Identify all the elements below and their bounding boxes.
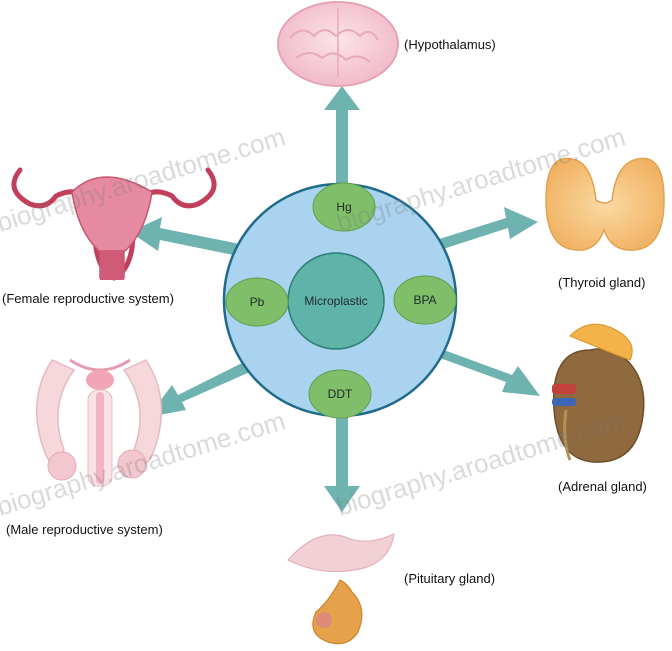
arrow-to-male xyxy=(148,362,250,417)
arrow-to-hypothalamus xyxy=(324,86,360,205)
arrow-to-female xyxy=(130,217,240,256)
node-bpa xyxy=(393,275,457,325)
node-ddt-label: DDT xyxy=(328,387,353,401)
label-female: (Female reproductive system) xyxy=(2,291,174,306)
node-pb-label: Pb xyxy=(250,295,265,309)
watermark-text-4: biography.aroadtome.com xyxy=(333,405,629,521)
female-reproductive-icon xyxy=(11,167,217,281)
label-thyroid: (Thyroid gland) xyxy=(558,275,646,290)
adrenal-icon xyxy=(552,323,645,463)
node-hg-label: Hg xyxy=(336,200,351,214)
node-pb xyxy=(225,277,289,327)
arrow-to-adrenal xyxy=(440,350,540,396)
node-ddt xyxy=(308,369,372,419)
node-hg xyxy=(312,182,376,232)
arrow-to-thyroid xyxy=(436,207,538,250)
hypothalamus-icon xyxy=(277,1,399,87)
thyroid-icon xyxy=(545,157,665,251)
center-label: Microplastic xyxy=(304,294,367,308)
arrow-to-pituitary xyxy=(324,405,360,512)
label-male: (Male reproductive system) xyxy=(6,522,163,537)
male-reproductive-icon xyxy=(35,358,163,487)
label-pituitary: (Pituitary gland) xyxy=(404,571,496,586)
label-hypothalamus: (Hypothalamus) xyxy=(404,37,496,52)
pituitary-icon xyxy=(287,532,395,645)
arrows xyxy=(130,86,540,512)
label-adrenal: (Adrenal gland) xyxy=(558,479,647,494)
node-bpa-label: BPA xyxy=(413,293,436,307)
